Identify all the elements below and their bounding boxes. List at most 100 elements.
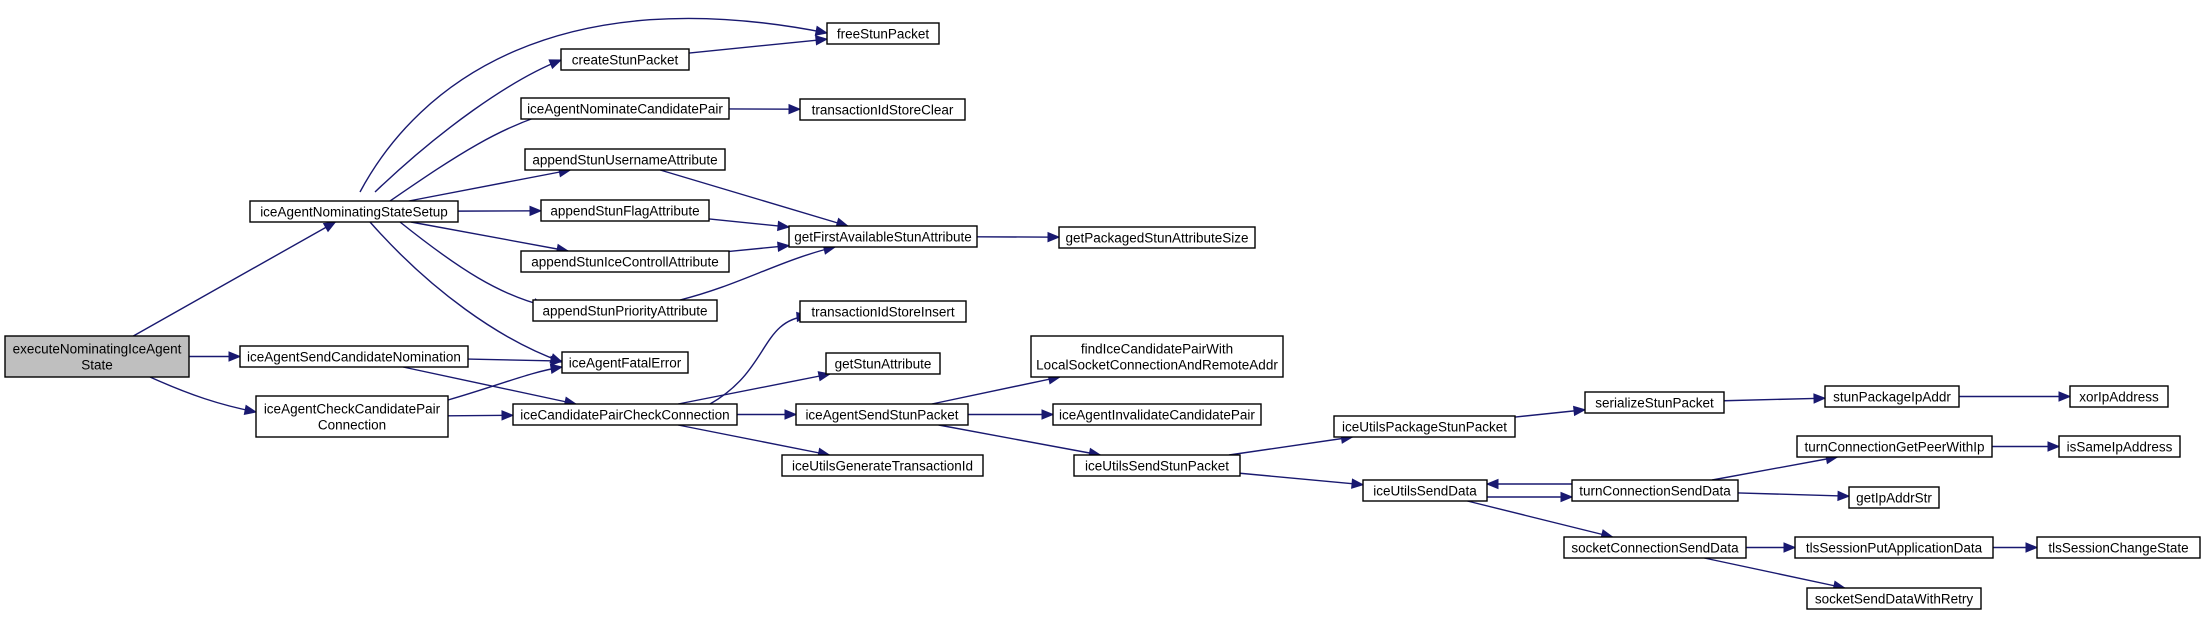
node-appendStunPriorityAttribute[interactable]: appendStunPriorityAttribute — [532, 299, 718, 322]
node-box[interactable] — [1848, 486, 1940, 509]
node-iceUtilsSendStunPacket[interactable]: iceUtilsSendStunPacket — [1073, 454, 1241, 477]
node-label: iceAgentSendStunPacket — [805, 408, 958, 423]
node-iceCandidatePairCheckConnection[interactable]: iceCandidatePairCheckConnection — [512, 403, 738, 426]
node-box[interactable] — [2058, 435, 2181, 458]
edge-line — [709, 315, 809, 405]
node-serializeStunPacket[interactable]: serializeStunPacket — [1584, 391, 1725, 414]
node-box[interactable] — [1584, 391, 1725, 414]
edge-iceUtilsSendStunPacket-to-iceUtilsSendData — [1239, 472, 1365, 489]
node-label: appendStunUsernameAttribute — [532, 153, 717, 168]
node-box[interactable] — [2036, 536, 2201, 559]
node-box[interactable] — [520, 250, 730, 273]
node-iceAgentSendStunPacket[interactable]: iceAgentSendStunPacket — [795, 403, 969, 426]
node-box[interactable] — [1571, 479, 1739, 502]
node-iceAgentInvalidateCandidatePair[interactable]: iceAgentInvalidateCandidatePair — [1052, 403, 1262, 426]
node-stunPackageIpAddr[interactable]: stunPackageIpAddr — [1824, 385, 1960, 408]
node-box[interactable] — [512, 403, 738, 426]
node-freeStunPacket[interactable]: freeStunPacket — [826, 22, 940, 45]
arrowhead — [814, 25, 829, 36]
edge-createStunPacket-to-freeStunPacket — [688, 35, 829, 54]
node-box[interactable] — [520, 97, 730, 120]
edge-executeNominatingIceAgentState-to-iceAgentSendCandidateNomination — [189, 351, 242, 362]
node-label: appendStunPriorityAttribute — [542, 304, 707, 319]
edge-line — [677, 373, 831, 405]
node-box[interactable] — [524, 148, 726, 171]
node-box[interactable] — [560, 48, 690, 71]
node-box[interactable] — [1806, 587, 1982, 610]
edge-line — [359, 17, 828, 193]
node-appendStunIceControllAttribute[interactable]: appendStunIceControllAttribute — [520, 250, 730, 273]
node-socketSendDataWithRetry[interactable]: socketSendDataWithRetry — [1806, 587, 1982, 610]
node-label: isSameIpAddress — [2067, 440, 2173, 455]
node-box[interactable] — [1794, 536, 1994, 559]
node-box[interactable] — [249, 200, 459, 223]
node-label: iceAgentNominateCandidatePair — [527, 102, 723, 117]
arrowhead — [2058, 391, 2072, 402]
node-transactionIdStoreClear[interactable]: transactionIdStoreClear — [799, 98, 966, 121]
node-box[interactable] — [2069, 385, 2169, 408]
node-iceAgentSendCandidateNomination[interactable]: iceAgentSendCandidateNomination — [239, 345, 469, 368]
node-socketConnectionSendData[interactable]: socketConnectionSendData — [1563, 536, 1747, 559]
node-box[interactable] — [1058, 226, 1256, 249]
node-findIceCandidatePairWithLocalSocketConnectionAndRemoteAddr[interactable]: findIceCandidatePairWithLocalSocketConne… — [1030, 335, 1284, 378]
node-getFirstAvailableStunAttribute[interactable]: getFirstAvailableStunAttribute — [788, 225, 978, 248]
node-iceAgentNominatingStateSetup[interactable]: iceAgentNominatingStateSetup — [249, 200, 459, 223]
edge-socketConnectionSendData-to-socketSendDataWithRetry — [1704, 557, 1847, 591]
node-tlsSessionChangeState[interactable]: tlsSessionChangeState — [2036, 536, 2201, 559]
node-box[interactable] — [788, 225, 978, 248]
edge-appendStunIceControllAttribute-to-getFirstAvailableStunAttribute — [728, 241, 791, 253]
node-label: stunPackageIpAddr — [1833, 390, 1951, 405]
edge-iceAgentSendStunPacket-to-iceUtilsSendStunPacket — [938, 424, 1102, 459]
node-iceUtilsPackageStunPacket[interactable]: iceUtilsPackageStunPacket — [1333, 415, 1516, 438]
node-box[interactable] — [799, 98, 966, 121]
node-box[interactable] — [255, 395, 449, 438]
node-iceAgentFatalError[interactable]: iceAgentFatalError — [561, 351, 689, 374]
node-getPackagedStunAttributeSize[interactable]: getPackagedStunAttributeSize — [1058, 226, 1256, 249]
node-box[interactable] — [1333, 415, 1516, 438]
edge-line — [1228, 436, 1353, 456]
arrowhead — [2047, 441, 2061, 452]
node-box[interactable] — [825, 352, 941, 375]
node-iceUtilsSendData[interactable]: iceUtilsSendData — [1362, 479, 1488, 502]
arrowhead — [501, 410, 515, 421]
node-appendStunFlagAttribute[interactable]: appendStunFlagAttribute — [540, 199, 710, 222]
root-node-box[interactable] — [4, 335, 190, 378]
node-iceAgentNominateCandidatePair[interactable]: iceAgentNominateCandidatePair — [520, 97, 730, 120]
edge-iceCandidatePairCheckConnection-to-iceAgentSendStunPacket — [737, 409, 798, 420]
node-box[interactable] — [1824, 385, 1960, 408]
node-turnConnectionSendData[interactable]: turnConnectionSendData — [1571, 479, 1739, 502]
node-box[interactable] — [1073, 454, 1241, 477]
node-createStunPacket[interactable]: createStunPacket — [560, 48, 690, 71]
edge-line — [1239, 472, 1364, 486]
node-box[interactable] — [1362, 479, 1488, 502]
node-box[interactable] — [799, 300, 967, 323]
node-box[interactable] — [826, 22, 940, 45]
node-tlsSessionPutApplicationData[interactable]: tlsSessionPutApplicationData — [1794, 536, 1994, 559]
node-box[interactable] — [1052, 403, 1262, 426]
node-turnConnectionGetPeerWithIp[interactable]: turnConnectionGetPeerWithIp — [1796, 435, 1993, 458]
node-box[interactable] — [1563, 536, 1747, 559]
node-label: iceUtilsPackageStunPacket — [1342, 420, 1507, 435]
node-box[interactable] — [540, 199, 710, 222]
node-getIpAddrStr[interactable]: getIpAddrStr — [1848, 486, 1940, 509]
edge-line — [1514, 409, 1586, 418]
node-box[interactable] — [1030, 335, 1284, 378]
node-box[interactable] — [1796, 435, 1993, 458]
node-appendStunUsernameAttribute[interactable]: appendStunUsernameAttribute — [524, 148, 726, 171]
node-box[interactable] — [532, 299, 718, 322]
node-isSameIpAddress[interactable]: isSameIpAddress — [2058, 435, 2181, 458]
node-box[interactable] — [781, 454, 984, 477]
node-label: turnConnectionSendData — [1579, 484, 1731, 499]
node-iceUtilsGenerateTransactionId[interactable]: iceUtilsGenerateTransactionId — [781, 454, 984, 477]
node-box[interactable] — [561, 351, 689, 374]
node-box[interactable] — [795, 403, 969, 426]
node-getStunAttribute[interactable]: getStunAttribute — [825, 352, 941, 375]
node-box[interactable] — [239, 345, 469, 368]
arrowhead — [777, 241, 791, 252]
arrowhead — [228, 351, 242, 362]
call-edges — [132, 17, 2072, 591]
node-transactionIdStoreInsert[interactable]: transactionIdStoreInsert — [799, 300, 967, 323]
node-xorIpAddress[interactable]: xorIpAddress — [2069, 385, 2169, 408]
